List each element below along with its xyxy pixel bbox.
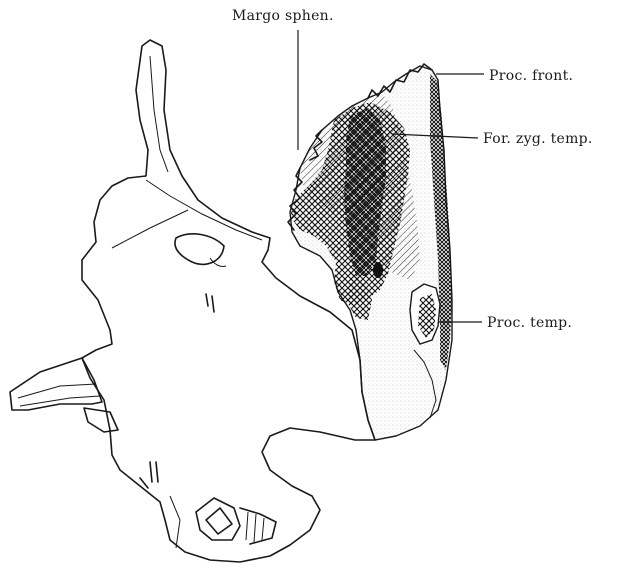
label-for-zyg-temp: For. zyg. temp. <box>483 131 593 147</box>
zygomatic-region <box>288 64 452 440</box>
label-proc-temp: Proc. temp. <box>487 315 572 331</box>
zygomaticotemporal-foramen <box>373 262 383 278</box>
main-bone-body <box>10 40 375 562</box>
label-proc-front: Proc. front. <box>489 68 573 84</box>
label-margo-sphen: Margo sphen. <box>232 8 334 24</box>
